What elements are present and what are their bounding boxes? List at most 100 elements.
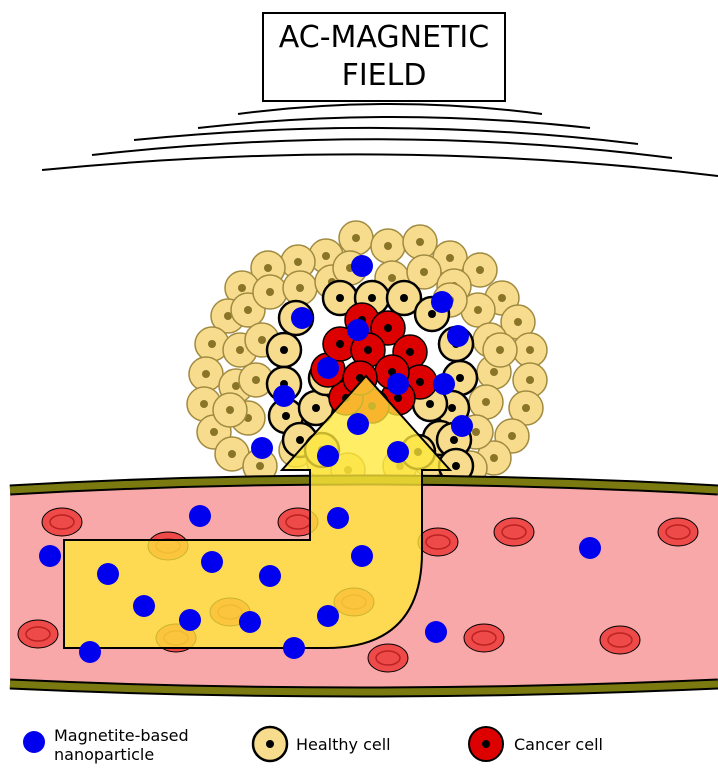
magnetite-nanoparticle (273, 385, 295, 407)
legend-healthy-cell-nucleus (266, 740, 274, 748)
magnetite-nanoparticle (579, 537, 601, 559)
healthy-cell-nucleus (256, 462, 264, 470)
magnetite-nanoparticle (189, 505, 211, 527)
magnetite-nanoparticle (447, 325, 469, 347)
magnetite-nanoparticle (79, 641, 101, 663)
healthy-cell-nucleus (208, 340, 216, 348)
legend-nanoparticle-line-1: Magnetite-based (54, 726, 189, 745)
healthy-cell-nucleus (296, 284, 304, 292)
magnetite-nanoparticle (317, 445, 339, 467)
healthy-cell-nucleus (446, 254, 454, 262)
red-blood-cell (41, 507, 83, 537)
healthy-cell-nucleus (482, 398, 490, 406)
red-blood-cell (493, 517, 535, 547)
healthy-cell-nucleus (352, 234, 360, 242)
healthy-cell-border-nucleus (428, 310, 436, 318)
healthy-cell-nucleus (416, 238, 424, 246)
cancer-cell-nucleus (406, 348, 414, 356)
healthy-cell-nucleus (232, 382, 240, 390)
red-blood-cell (463, 623, 505, 653)
healthy-cell-border-nucleus (448, 404, 456, 412)
healthy-cell-border-nucleus (456, 374, 464, 382)
healthy-cell-border-nucleus (336, 294, 344, 302)
cancer-cell-nucleus (384, 324, 392, 332)
field-line (91, 138, 673, 159)
healthy-cell-border-nucleus (450, 436, 458, 444)
healthy-cell-nucleus (252, 376, 260, 384)
healthy-cell-nucleus (514, 318, 522, 326)
magnetite-nanoparticle (133, 595, 155, 617)
healthy-cell-border-nucleus (312, 404, 320, 412)
legend-cancer-label: Cancer cell (514, 735, 603, 754)
red-blood-cell (417, 527, 459, 557)
healthy-cell-nucleus (490, 454, 498, 462)
healthy-cell-nucleus (496, 346, 504, 354)
legend-cancer-cell-nucleus (482, 740, 490, 748)
cancer-cell-nucleus (364, 346, 372, 354)
healthy-cell-nucleus (526, 346, 534, 354)
healthy-cell-nucleus (498, 294, 506, 302)
cancer-cell-nucleus (416, 378, 424, 386)
magnetite-nanoparticle (291, 307, 313, 329)
healthy-cell-border-nucleus (282, 412, 290, 420)
magnetite-nanoparticle (317, 605, 339, 627)
healthy-cell-nucleus (238, 284, 246, 292)
magnetite-nanoparticle (327, 507, 349, 529)
healthy-cell-nucleus (224, 312, 232, 320)
legend-healthy-label: Healthy cell (296, 735, 391, 754)
healthy-cell-nucleus (490, 368, 498, 376)
healthy-cell-nucleus (202, 370, 210, 378)
healthy-cell-nucleus (476, 266, 484, 274)
vessel-lower-wall-inner (9, 680, 718, 696)
magnetite-nanoparticle (433, 373, 455, 395)
healthy-cell-nucleus (264, 264, 272, 272)
field-line (133, 126, 639, 145)
magnetite-nanoparticle (179, 609, 201, 631)
magnetite-nanoparticle (431, 291, 453, 313)
healthy-cell-nucleus (522, 404, 530, 412)
magnetic-field-lines (41, 103, 718, 177)
healthy-cell-border-nucleus (426, 400, 434, 408)
cancer-cell-nucleus (336, 340, 344, 348)
healthy-cell-nucleus (244, 306, 252, 314)
healthy-cell-nucleus (322, 252, 330, 260)
red-blood-cell-center (665, 524, 691, 540)
red-blood-cell-center (471, 630, 497, 646)
red-blood-cell-center (375, 650, 401, 666)
red-blood-cell (599, 625, 641, 655)
red-blood-cell-center (501, 524, 527, 540)
magnetite-nanoparticle (425, 621, 447, 643)
red-blood-cell-center (49, 514, 75, 530)
healthy-cell-border-nucleus (368, 294, 376, 302)
magnetite-nanoparticle (251, 437, 273, 459)
legend-nanoparticle-icon (23, 731, 45, 753)
magnetite-nanoparticle (283, 637, 305, 659)
nanoparticles (39, 255, 601, 663)
magnetite-nanoparticle (351, 255, 373, 277)
magnetite-nanoparticle (351, 545, 373, 567)
healthy-cell-border-nucleus (280, 346, 288, 354)
healthy-cell-border-nucleus (452, 462, 460, 470)
magnetite-nanoparticle (347, 413, 369, 435)
magnetite-nanoparticle (347, 319, 369, 341)
healthy-cell-nucleus (474, 306, 482, 314)
healthy-cell-nucleus (472, 428, 480, 436)
red-blood-cell-center (425, 534, 451, 550)
magnetite-nanoparticle (201, 551, 223, 573)
healthy-cell-border-nucleus (296, 436, 304, 444)
title-line-1: AC-MAGNETIC (278, 20, 490, 55)
healthy-cell-nucleus (228, 450, 236, 458)
legend-nanoparticle-label: Magnetite-based nanoparticle (54, 726, 189, 764)
legend-nanoparticle-line-2: nanoparticle (54, 745, 155, 764)
healthy-cell-nucleus (258, 336, 266, 344)
magnetite-nanoparticle (387, 373, 409, 395)
field-line (237, 103, 543, 115)
healthy-cell-nucleus (200, 400, 208, 408)
red-blood-cell-center (25, 626, 51, 642)
red-blood-cell (367, 643, 409, 673)
red-blood-cell (17, 619, 59, 649)
healthy-cell-nucleus (526, 376, 534, 384)
legend (23, 725, 504, 763)
healthy-cell-nucleus (508, 432, 516, 440)
magnetite-nanoparticle (97, 563, 119, 585)
